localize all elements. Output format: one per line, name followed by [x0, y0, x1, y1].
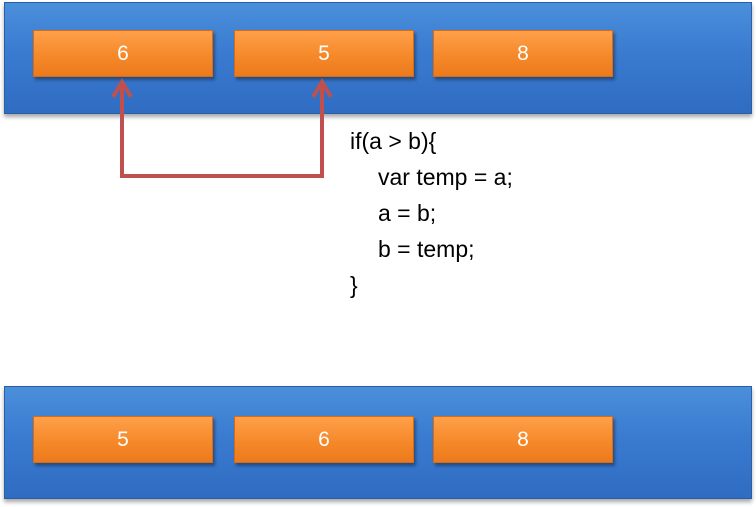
code-line-2: var temp = a;	[378, 164, 513, 190]
code-line-4: b = temp;	[378, 236, 475, 262]
swap-code-block: if(a > b){ var temp = a; a = b; b = temp…	[350, 123, 513, 303]
array-before-panel: 6 5 8	[4, 2, 752, 114]
code-line-1: if(a > b){	[350, 128, 437, 154]
array-before-cell-1: 6	[33, 30, 213, 77]
array-before-cell-2: 5	[234, 30, 414, 77]
code-line-3: a = b;	[378, 200, 437, 226]
array-after-cell-1: 5	[33, 416, 213, 463]
array-after-cell-3: 8	[433, 416, 613, 463]
array-after-panel: 5 6 8	[4, 386, 752, 499]
array-after-cell-2: 6	[234, 416, 414, 463]
code-line-5: }	[350, 272, 358, 298]
array-before-cell-3: 8	[433, 30, 613, 77]
